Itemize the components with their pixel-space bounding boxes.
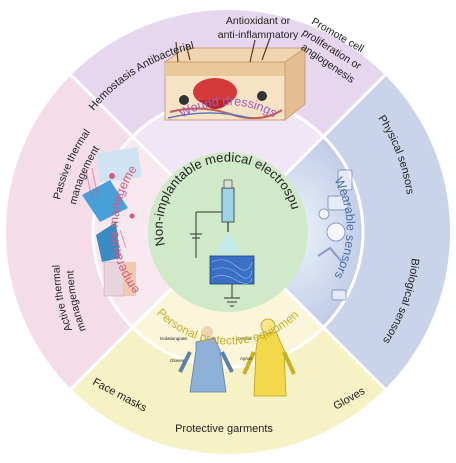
ppe-illustration: Isolationgown Gloves coverall Apron	[160, 318, 296, 397]
sensors-illustration	[317, 169, 353, 301]
wound-item-antioxidant-1: Antioxidant or	[226, 15, 291, 27]
ppe-figure-label-isolationgown: Isolationgown	[160, 336, 188, 341]
ppe-item-protective-garments: Protective garments	[175, 423, 273, 435]
ppe-figure-label-gloves: Gloves	[170, 358, 185, 363]
electrospinning-illustration	[190, 179, 255, 307]
skin-illustration	[163, 37, 307, 122]
thermal-illustration	[82, 147, 142, 297]
wound-item-antioxidant-2: anti-inflammatory	[218, 29, 299, 41]
ppe-figure-label-apron: Apron	[240, 356, 253, 361]
ppe-figure-label-coverall: coverall	[236, 336, 252, 341]
